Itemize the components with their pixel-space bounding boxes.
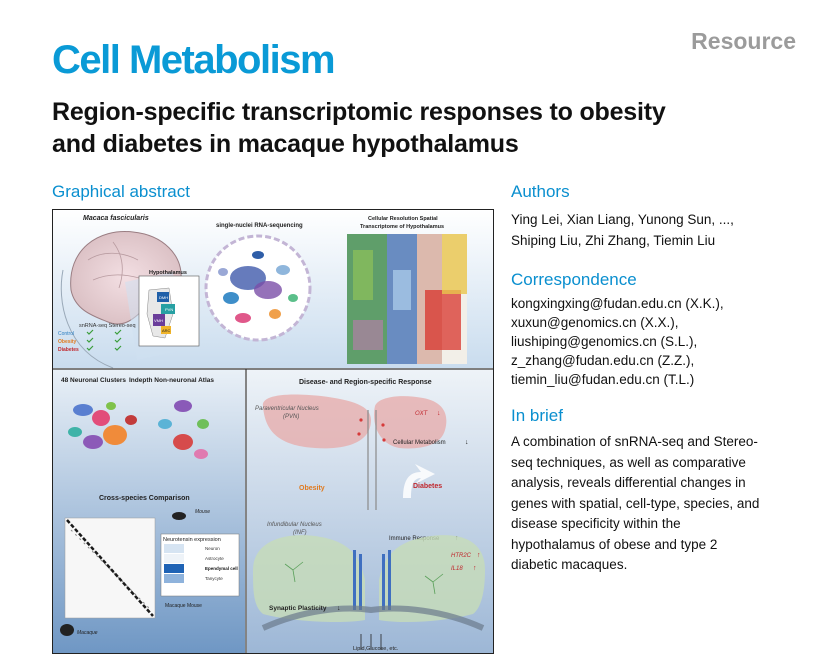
metabolism-down-arrow: ↓ [465,439,469,446]
snrna-label: single-nuclei RNA-sequencing [216,223,303,229]
in-brief-line: hypothalamus of obese and type 2 [511,536,718,552]
region-pvn: PVN [165,307,173,312]
cross-species-label: Cross-species Comparison [99,495,190,502]
inf-label-2: (INF) [293,530,307,536]
pvn-region [262,394,371,449]
hypothalamus-label: Hypothalamus [149,270,187,276]
htr2c-label: HTR2C [451,553,472,559]
graphical-abstract-heading: Graphical abstract [52,182,190,201]
il18-up-arrow: ↑ [473,565,477,572]
authors-line-2: Shiping Liu, Zhi Zhang, Tiemin Liu [511,232,716,248]
title-line-2: and diabetes in macaque hypothalamus [52,130,519,158]
disease-title: Disease- and Region-specific Response [299,379,432,386]
nt-astrocyte: Astrocyte [205,556,224,561]
upward-arrow [403,464,435,498]
correspondence-list: kongxingxing@fudan.edu.cn (X.K.), xuxun@… [511,294,724,389]
title-line-1: Region-specific transcriptomic responses… [52,98,666,126]
macaque-icon [60,624,74,636]
row-obesity: Obesity [58,339,77,345]
check-marks [86,329,122,351]
inf-label-1: Infundibular Nucleus [267,522,322,528]
neurotensin-title: Neurotensin expression [163,537,221,543]
row-diabetes: Diabetes [58,347,79,353]
obesity-label: Obesity [299,485,325,492]
authors-list: Ying Lei, Xian Liang, Yunong Sun, ..., S… [511,210,734,251]
in-brief-line: genes with spatial, cell-type, species, … [511,495,760,511]
article-title: Region-specific transcriptomic responses… [52,96,812,160]
third-ventricle-pvn [367,410,377,510]
in-brief-line: disease specificity within the [511,516,681,531]
species-label: Macaca fascicularis [83,215,149,222]
median-eminence [261,605,485,631]
spatial-label-2: Transcriptome of Hypothalamus [360,224,444,230]
neuronal-umap [68,402,137,449]
authors-line-1: Ying Lei, Xian Liang, Yunong Sun, ..., [511,212,734,227]
region-vmh: VMH [154,318,163,323]
inf-neurons [284,561,444,595]
correlation-heatmap [64,517,156,619]
immune-response-label: Immune Response [389,536,440,542]
correspondence-heading: Correspondence [511,270,637,289]
lipid-glucose-label: Lipid,Glucose, etc. [353,646,399,652]
tanycytes [353,550,391,610]
mouse-label: Mouse [195,509,210,515]
in-brief-line: analysis, reveals differential changes i… [511,475,746,490]
diabetes-label: Diabetes [413,483,442,490]
htr2c-up-arrow: ↑ [477,552,481,559]
inf-region [253,535,365,622]
email-link[interactable]: z_zhang@fudan.edu.cn (Z.Z.), [511,353,695,368]
journal-name: Cell Metabolism [52,38,336,82]
il18-label: IL18 [451,566,463,572]
nt-neuron: Neuron [205,546,220,551]
nonneuronal-label: Indepth Non-neuronal Atlas [129,377,214,384]
macaque-mouse-label: Macaque Mouse [165,603,202,609]
in-brief-heading: In brief [511,406,563,425]
synaptic-plasticity-label: Synaptic Plasticity [269,605,327,612]
in-brief-line: A combination of snRNA-seq and Stereo- [511,434,758,449]
neuronal-clusters-label: 48 Neuronal Clusters [61,377,126,384]
email-link[interactable]: liushiping@genomics.cn (S.L.), [511,334,698,349]
nonneuronal-umap [158,400,209,459]
nt-tanycyte: Tanycyte [205,576,223,581]
graphical-abstract: Macaca fascicularis Hypothalamus DMH PVN… [52,209,494,654]
macaque-label: Macaque [77,630,98,636]
umap-clusters [218,251,298,323]
pvn-region-right [374,396,447,449]
synaptic-down-arrow: ↓ [337,605,341,612]
email-link[interactable]: kongxingxing@fudan.edu.cn (X.K.), [511,296,724,311]
region-arc: ARC [162,328,171,333]
email-link[interactable]: xuxun@genomics.cn (X.X.), [511,315,679,330]
spatial-label-1: Cellular Resolution Spatial [368,216,438,222]
method-table-header: snRNA-seq Stereo-seq [79,323,136,329]
in-brief-text: A combination of snRNA-seq and Stereo- s… [511,432,759,576]
in-brief-line: seq techniques, as well as comparative [511,454,746,470]
email-link[interactable]: tiemin_liu@fudan.edu.cn (T.L.) [511,372,695,387]
in-brief-line: diabetic macaques. [511,557,628,572]
spatial-map [347,234,467,364]
graphical-abstract-figure: Macaca fascicularis Hypothalamus DMH PVN… [53,210,493,653]
oxt-down-arrow: ↓ [437,410,441,417]
pvn-neurons [357,418,386,442]
inf-region-right [379,535,485,622]
nt-ependymal: Ependymal cell [205,566,238,571]
pvn-label-2: (PVN) [283,414,299,420]
article-type: Resource [691,28,796,54]
region-dmh: DMH [159,295,168,300]
mouse-icon [172,512,186,520]
authors-heading: Authors [511,182,570,201]
oxt-label: OXT [415,411,429,417]
row-control: Control [58,331,74,337]
cellular-metabolism-label: Cellular Metabolism [393,440,446,446]
pvn-label-1: Paraventricular Nucleus [255,406,319,412]
blood-arrows [360,634,382,650]
